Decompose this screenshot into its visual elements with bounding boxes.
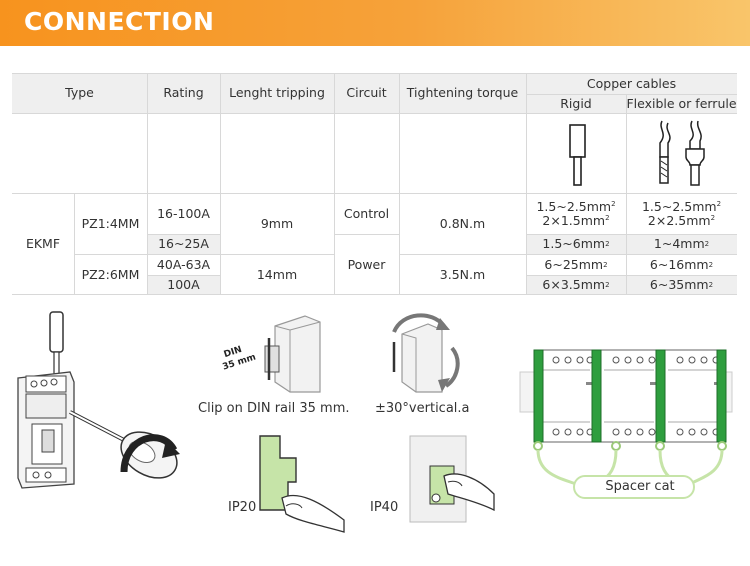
- col-flexible: Flexible or ferrule: [626, 95, 737, 111]
- product-name: EKMF: [25, 236, 61, 251]
- col-rating: Rating: [163, 85, 204, 100]
- ip20-illustration: [259, 435, 345, 533]
- torque-2: 3.5N.m: [439, 266, 486, 282]
- flexible-1: 1.5~2.5mm2 2×2.5mm2: [641, 198, 722, 228]
- rating-1: 16-100A: [157, 205, 210, 221]
- ip40-label: IP40: [370, 500, 399, 515]
- screwdriver-breaker-illustration: [17, 311, 180, 489]
- col-copper: Copper cables: [586, 76, 677, 91]
- circuit-power: Power: [347, 256, 386, 272]
- col-type: Type: [65, 85, 94, 100]
- rating-4: 100A: [167, 277, 200, 292]
- circuit-control: Control: [343, 205, 390, 221]
- col-circuit: Circuit: [346, 85, 387, 100]
- length-1: 9mm: [260, 215, 294, 231]
- col-rigid: Rigid: [560, 95, 592, 111]
- ip20-label: IP20: [228, 500, 257, 515]
- rating-3: 40A-63A: [156, 256, 211, 272]
- rigid-1: 1.5~2.5mm2 2×1.5mm2: [536, 198, 616, 228]
- col-length: Lenght tripping: [229, 85, 325, 100]
- pz1-label: PZ1:4MM: [81, 215, 140, 231]
- table-header-bg: [12, 73, 737, 113]
- header-banner: CONNECTION: [0, 0, 750, 46]
- rigid-wire-icon: [569, 124, 586, 186]
- spacer-label: Spacer cat: [605, 479, 675, 494]
- clip-caption: Clip on DIN rail 35 mm.: [198, 401, 350, 416]
- pz2-label: PZ2:6MM: [81, 266, 140, 282]
- angle-caption: ±30°vertical.a: [375, 401, 470, 416]
- spacer-modules-illustration: [519, 349, 733, 499]
- flexible-wire-icon: [659, 120, 671, 184]
- length-2: 14mm: [256, 266, 298, 282]
- col-torque: Tightening torque: [406, 85, 519, 100]
- spec-table: Type Rating Lenght tripping Circuit Tigh…: [12, 73, 737, 295]
- din-rail-clip-illustration: DIN 35 mm: [221, 315, 321, 393]
- torque-1: 0.8N.m: [439, 215, 486, 231]
- ip40-illustration: [409, 435, 495, 523]
- rating-2: 16~25A: [158, 236, 209, 251]
- page-title: CONNECTION: [24, 7, 215, 36]
- ferrule-wire-icon: [685, 120, 705, 186]
- vertical-angle-illustration: [392, 313, 460, 393]
